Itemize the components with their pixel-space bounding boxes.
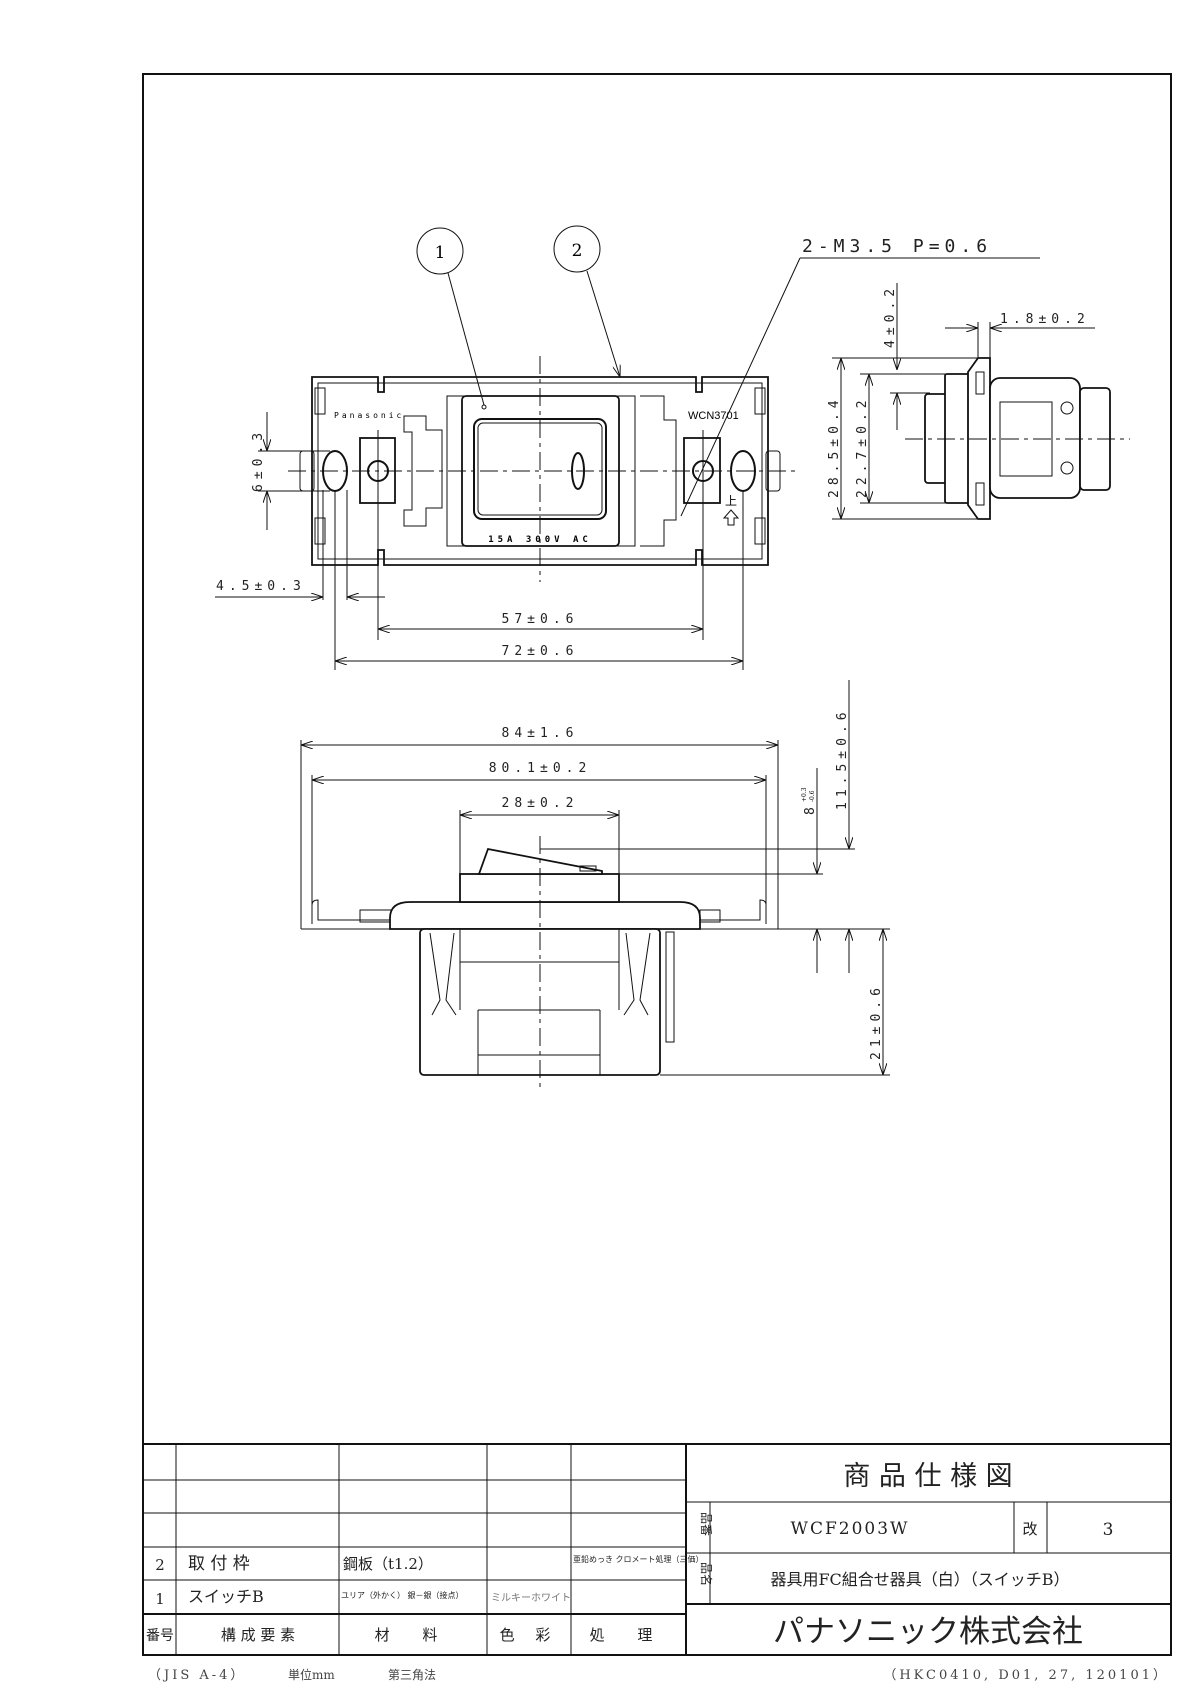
dim-rocker-height: 8 (803, 802, 818, 815)
footer-projection: 第三角法 (388, 1668, 436, 1682)
header-color: 色 彩 (500, 1626, 559, 1644)
header-material: 材 料 (375, 1626, 452, 1644)
part-row-material: 鋼板（t1.2） (343, 1555, 433, 1573)
dim-hole-offset: 4.5±0.3 (216, 579, 306, 594)
dim-rocker-tol-minus: -0.6 (809, 790, 816, 802)
dim-hole-height: 6±0.3 (251, 428, 266, 492)
rating-marking: 15A 300V AC (488, 535, 592, 545)
brand-marking: Panasonic (334, 411, 404, 420)
up-marking: 上 (725, 494, 737, 508)
header-component: 構 成 要 素 (221, 1626, 295, 1644)
balloon-1 (416, 227, 464, 275)
part-row-color: ミルキーホワイト (491, 1592, 571, 1604)
dim-body-width: 28±0.2 (502, 796, 579, 811)
product-name: 器具用FC組合せ器具（白）（スイッチB） (770, 1570, 1069, 1589)
header-no: 番号 (146, 1628, 174, 1644)
dim-offset: 4±0.2 (883, 284, 898, 348)
dim-plate-thickness: 1.8±0.2 (1000, 312, 1090, 327)
title-block: 商 品 仕 様 図 品番 WCF2003W 改 3 品名 器具用FC組合せ器具（… (143, 1443, 1171, 1655)
balloon-1-label: 1 (435, 243, 446, 263)
part-row-no: 2 (155, 1556, 165, 1574)
side-view: 28.5±0.4 22.7±0.2 4±0.2 1.8±0.2 (827, 283, 1130, 520)
dim-body-height: 22.7±0.2 (855, 395, 870, 498)
model-marking: WCN3701 (688, 410, 739, 422)
bottom-view: 84±1.6 80.1±0.2 28±0.2 11.5±0.6 8 +0.3 -… (300, 680, 890, 1090)
footer-doc-code: （HKC0410, D01, 27, 120101） (883, 1668, 1169, 1683)
thread-callout: 2-M3.5 P=0.6 (802, 236, 992, 257)
part-row-material: ユリア（外かく） 銀－銀（接点） (341, 1590, 464, 1600)
company-name: パナソニック株式会社 (773, 1614, 1083, 1650)
revision: 3 (1103, 1520, 1114, 1540)
revision-label: 改 (1022, 1520, 1037, 1538)
dim-rocker-tol-plus: +0.3 (801, 787, 808, 802)
dim-frame-width: 80.1±0.2 (489, 761, 592, 776)
dim-protrusion: 11.5±0.6 (835, 707, 850, 810)
part-row-treatment: 亜鉛めっき クロメート処理（三価） (573, 1554, 704, 1564)
footer-units: 単位mm (288, 1667, 335, 1682)
sheet-border (142, 73, 1172, 1656)
up-arrow-icon (722, 509, 740, 526)
dim-screw-pitch: 57±0.6 (502, 612, 579, 627)
balloon-2 (553, 225, 601, 273)
product-name-label: 品名 (699, 1562, 714, 1586)
front-view: 15A 300V AC Panasonic WCN3701 上 57±0.6 7… (215, 356, 800, 670)
footer-paper-size: （JIS A-4） (148, 1668, 246, 1683)
part-row-name: 取 付 枠 (188, 1554, 250, 1574)
part-no: WCF2003W (790, 1519, 909, 1539)
part-row-name: スイッチB (188, 1587, 264, 1606)
header-treatment: 処 理 (590, 1626, 667, 1644)
dim-overall-width: 84±1.6 (502, 726, 579, 741)
balloon-2-label: 2 (572, 241, 583, 261)
part-balloons: 1 2 2-M3.5 P=0.6 (416, 225, 1040, 517)
dim-hole-pitch: 72±0.6 (502, 644, 579, 659)
part-no-label: 品番 (699, 1512, 713, 1536)
dim-depth: 21±0.6 (869, 983, 884, 1060)
part-row-no: 1 (155, 1590, 165, 1608)
sheet-title: 商 品 仕 様 図 (843, 1461, 1012, 1492)
dim-flange-height: 28.5±0.4 (827, 395, 842, 498)
